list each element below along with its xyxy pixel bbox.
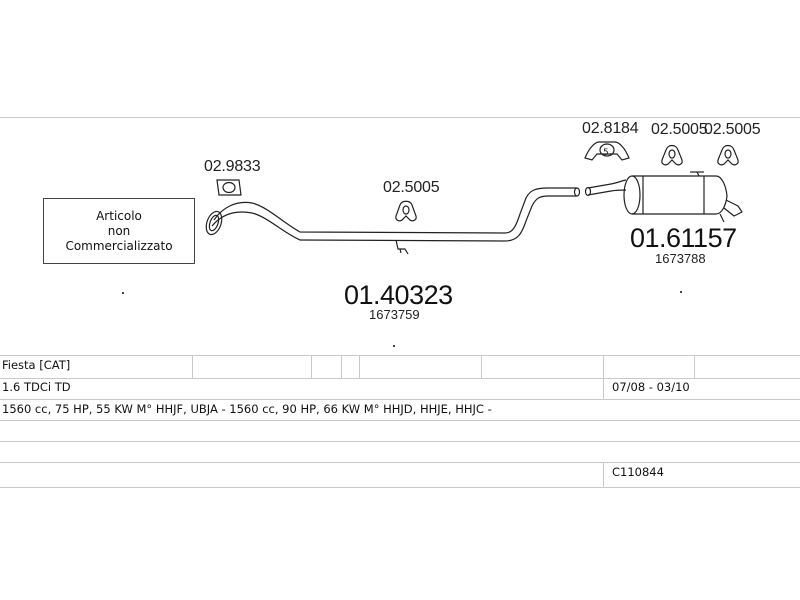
- table-col-sep: [341, 355, 342, 378]
- part-code-hanger-middle[interactable]: 02.5005: [383, 179, 440, 196]
- vehicle-years: 07/08 - 03/10: [612, 380, 690, 394]
- part-code-middle-pipe[interactable]: 01.40323: [344, 280, 453, 310]
- rear-silencer-drawing: [584, 171, 743, 223]
- hanger-02-8184-drawing: 5: [584, 141, 630, 161]
- table-col-sep: [481, 355, 482, 378]
- vehicle-engine: 1.6 TDCi TD: [2, 380, 71, 394]
- hanger-middle-drawing: [395, 200, 417, 222]
- table-line-4: [0, 420, 800, 421]
- table-line-3: [0, 399, 800, 400]
- notice-line-2: non: [107, 223, 131, 238]
- part-code-gasket[interactable]: 02.9833: [204, 158, 261, 175]
- oe-number-rear-silencer: 1673788: [655, 251, 706, 266]
- table-col-sep: [603, 378, 604, 399]
- frame-top-line: [0, 117, 800, 118]
- hanger-rear-2-drawing: [661, 144, 683, 166]
- table-col-sep: [694, 355, 695, 378]
- marker-dot: [680, 291, 682, 293]
- table-line-2: [0, 378, 800, 379]
- oe-number-middle-pipe: 1673759: [369, 307, 420, 322]
- table-col-sep: [192, 355, 193, 378]
- table-col-sep: [603, 355, 604, 378]
- hanger-rear-3-drawing: [717, 144, 739, 166]
- notice-line-3: Commercializzato: [65, 238, 173, 253]
- not-commercialized-notice: Articolo non Commercializzato: [43, 198, 195, 264]
- part-code-rear-silencer[interactable]: 01.61157: [630, 223, 737, 253]
- gasket-02-9833-drawing: [216, 179, 242, 196]
- part-code-hanger-rear-2[interactable]: 02.5005: [651, 121, 708, 138]
- table-col-sep: [359, 355, 360, 378]
- table-line-5: [0, 441, 800, 442]
- table-line-6: [0, 462, 800, 463]
- table-col-sep: [603, 462, 604, 487]
- table-col-sep: [311, 355, 312, 378]
- marker-dot: [393, 345, 395, 347]
- marker-dot: [122, 292, 124, 294]
- vehicle-model: Fiesta [CAT]: [2, 358, 71, 372]
- vehicle-specs: 1560 cc, 75 HP, 55 KW M° HHJF, UBJA - 15…: [2, 402, 492, 416]
- table-line-1: [0, 355, 800, 356]
- part-code-hanger-rear-3[interactable]: 02.5005: [704, 121, 761, 138]
- part-code-hanger-rear-top[interactable]: 02.8184: [582, 120, 639, 137]
- svg-text:5: 5: [603, 148, 609, 158]
- table-line-7: [0, 487, 800, 488]
- notice-line-1: Articolo: [96, 208, 142, 223]
- middle-pipe-drawing: [205, 187, 581, 255]
- kit-code[interactable]: C110844: [612, 465, 664, 479]
